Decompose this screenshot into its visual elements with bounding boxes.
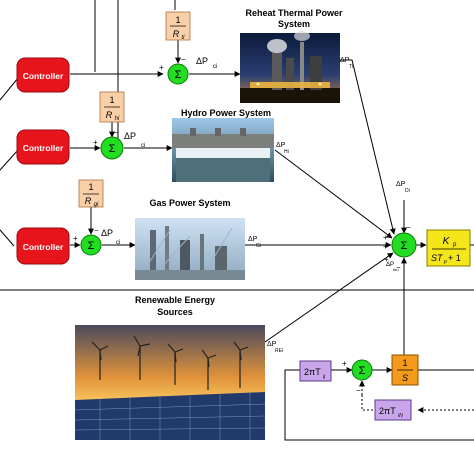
controller-block-thermal: Controller	[16, 57, 70, 93]
svg-text:R: R	[106, 110, 113, 120]
controller-label: Controller	[23, 71, 64, 81]
svg-text:R: R	[173, 29, 180, 39]
svg-text:System: System	[278, 19, 310, 29]
svg-text:ci: ci	[141, 143, 145, 149]
svg-text:1: 1	[402, 358, 407, 368]
signal-label-dp-disturbance: ΔP Di	[396, 181, 410, 194]
svg-text:1: 1	[109, 95, 114, 105]
signal-label-dpc-hydro: ΔP ci	[124, 131, 145, 149]
controller-block-gas: Controller	[16, 227, 70, 265]
svg-text:+: +	[384, 255, 389, 264]
svg-text:−: −	[94, 226, 99, 235]
svg-text:Sources: Sources	[157, 307, 193, 317]
svg-text:K: K	[443, 236, 451, 247]
svg-text:Reheat Thermal Power: Reheat Thermal Power	[245, 8, 343, 18]
svg-text:ST: ST	[431, 253, 444, 263]
svg-text:gi: gi	[94, 202, 99, 208]
svg-text:Σ: Σ	[359, 365, 366, 377]
svg-text:−: −	[396, 263, 401, 272]
integrator-block: 1 S	[391, 354, 419, 386]
svg-text:Σ: Σ	[401, 240, 408, 252]
svg-text:+: +	[159, 63, 164, 72]
gas-plant-title: Gas Power System	[149, 198, 230, 208]
svg-text:−: −	[356, 386, 361, 395]
signal-label-dp-hydro: ΔP Hi	[276, 142, 289, 155]
svg-text:ci: ci	[213, 64, 217, 70]
svg-text:REi: REi	[275, 348, 283, 354]
svg-text:Hi: Hi	[284, 149, 289, 155]
summing-junction-hydro: Σ + −	[93, 128, 124, 160]
svg-text:+: +	[73, 234, 78, 243]
plant-transfer-block: K p ST p + 1	[426, 229, 471, 267]
signal-label-dp-re: ΔP REi	[267, 341, 283, 354]
signal-label-dp-tie: ΔP tie,i	[386, 262, 399, 272]
svg-text:ΔP: ΔP	[276, 142, 286, 149]
connection-lines	[0, 0, 474, 441]
svg-text:+: +	[383, 242, 388, 251]
svg-text:ΔP: ΔP	[396, 181, 406, 188]
svg-text:ij: ij	[323, 374, 326, 380]
svg-text:Gi: Gi	[256, 243, 261, 249]
svg-text:−: −	[114, 128, 119, 137]
svg-text:ΔP: ΔP	[196, 56, 208, 66]
tie-line-block-ij: 2πT ij	[299, 360, 332, 382]
svg-text:−: −	[181, 55, 186, 64]
svg-text:Σ: Σ	[175, 69, 182, 81]
svg-text:1: 1	[175, 15, 180, 25]
signal-label-dp-gas: ΔP Gi	[248, 236, 261, 249]
tie-line-block-in: 2πT iN	[374, 399, 412, 421]
svg-text:ΔP: ΔP	[101, 228, 113, 238]
svg-text:Gas Power System: Gas Power System	[149, 198, 230, 208]
svg-text:−: −	[406, 223, 411, 232]
svg-text:+: +	[342, 359, 347, 368]
gas-plant-image	[135, 218, 245, 281]
svg-text:ci: ci	[116, 240, 120, 246]
svg-text:+ 1: + 1	[448, 253, 461, 263]
svg-text:2πT: 2πT	[304, 367, 321, 377]
svg-text:R: R	[85, 196, 92, 206]
svg-text:p: p	[443, 259, 447, 265]
svg-text:iN: iN	[398, 413, 403, 419]
hydro-plant-image	[172, 118, 274, 182]
svg-text:ΔP: ΔP	[340, 57, 350, 64]
summing-junction-thermal: Σ + −	[159, 55, 189, 85]
svg-text:S: S	[402, 373, 408, 383]
controller-label: Controller	[23, 242, 64, 252]
thermal-plant-image	[240, 31, 340, 103]
renewable-image	[74, 325, 266, 440]
thermal-plant-title: Reheat Thermal Power System	[245, 8, 343, 29]
svg-text:2πT: 2πT	[379, 406, 396, 416]
hydro-plant-title: Hydro Power System	[181, 108, 271, 118]
renewable-title: Renewable Energy Sources	[135, 295, 215, 317]
svg-text:ti: ti	[182, 35, 186, 41]
summing-junction-tie: Σ + −	[342, 359, 373, 395]
svg-text:ΔP: ΔP	[124, 131, 136, 141]
svg-text:Ti: Ti	[349, 64, 353, 70]
svg-text:Di: Di	[405, 188, 410, 194]
svg-text:1: 1	[88, 182, 93, 192]
svg-text:ΔP: ΔP	[267, 341, 277, 348]
svg-text:ΔP: ΔP	[248, 236, 258, 243]
controller-label: Controller	[23, 143, 64, 153]
svg-text:hi: hi	[115, 116, 120, 122]
gain-block-r-thermal: 1 R ti	[165, 11, 191, 41]
svg-text:ΔP: ΔP	[386, 262, 394, 268]
svg-text:Hydro Power System: Hydro Power System	[181, 108, 271, 118]
svg-text:+: +	[93, 138, 98, 147]
signal-label-dpc-thermal: ΔP ci	[196, 56, 217, 70]
svg-text:Σ: Σ	[88, 240, 95, 252]
svg-text:p: p	[452, 242, 457, 248]
signal-label-dpc-gas: ΔP ci	[101, 228, 120, 246]
gain-block-r-hydro: 1 R hi	[99, 91, 125, 123]
gain-block-r-gas: 1 R gi	[78, 179, 104, 208]
svg-text:tie,i: tie,i	[393, 267, 399, 272]
summing-junction-gas: Σ + −	[73, 226, 102, 256]
signal-label-dp-thermal: ΔP Ti	[340, 57, 353, 70]
svg-text:Renewable Energy: Renewable Energy	[135, 295, 215, 305]
controller-block-hydro: Controller	[16, 129, 70, 165]
svg-text:+: +	[383, 233, 388, 242]
svg-text:Σ: Σ	[109, 143, 116, 155]
summing-junction-main: Σ + + + − −	[383, 223, 417, 272]
